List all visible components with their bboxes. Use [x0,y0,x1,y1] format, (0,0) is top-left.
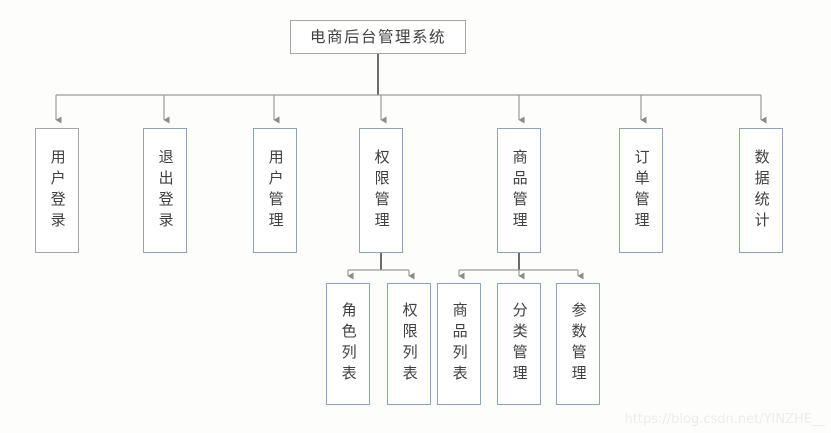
watermark: https://blog.csdn.net/YINZHE__ [624,412,825,427]
node-role-list-label: 角色列表 [339,302,358,386]
node-product-management-label: 商品管理 [510,148,529,233]
node-order-management[interactable]: 订单管理 [619,128,663,253]
node-logout[interactable]: 退出登录 [143,128,187,253]
node-user-management[interactable]: 用户管理 [253,128,297,253]
node-user-login-label: 用户登录 [48,148,67,233]
node-data-statistics[interactable]: 数据统计 [739,128,783,253]
permission-subtree-lines [347,253,415,280]
node-permission-management[interactable]: 权限管理 [359,128,403,253]
node-category-management-label: 分类管理 [510,302,529,386]
node-permission-list[interactable]: 权限列表 [387,283,431,405]
node-role-list[interactable]: 角色列表 [326,283,370,405]
level2-drops [55,95,767,124]
node-parameter-management-label: 参数管理 [569,302,588,386]
node-root[interactable]: 电商后台管理系统 [290,20,466,54]
node-permission-management-label: 权限管理 [372,148,391,233]
node-product-list[interactable]: 商品列表 [437,283,481,405]
node-permission-list-label: 权限列表 [400,302,419,386]
node-category-management[interactable]: 分类管理 [497,283,541,405]
node-parameter-management[interactable]: 参数管理 [556,283,600,405]
node-root-label: 电商后台管理系统 [309,28,446,46]
node-product-list-label: 商品列表 [450,302,469,386]
node-user-login[interactable]: 用户登录 [35,128,79,253]
product-subtree-lines [458,253,584,280]
node-order-management-label: 订单管理 [632,148,651,233]
node-product-management[interactable]: 商品管理 [497,128,541,253]
node-user-management-label: 用户管理 [266,148,285,233]
node-data-statistics-label: 数据统计 [752,148,771,233]
node-logout-label: 退出登录 [156,148,175,233]
